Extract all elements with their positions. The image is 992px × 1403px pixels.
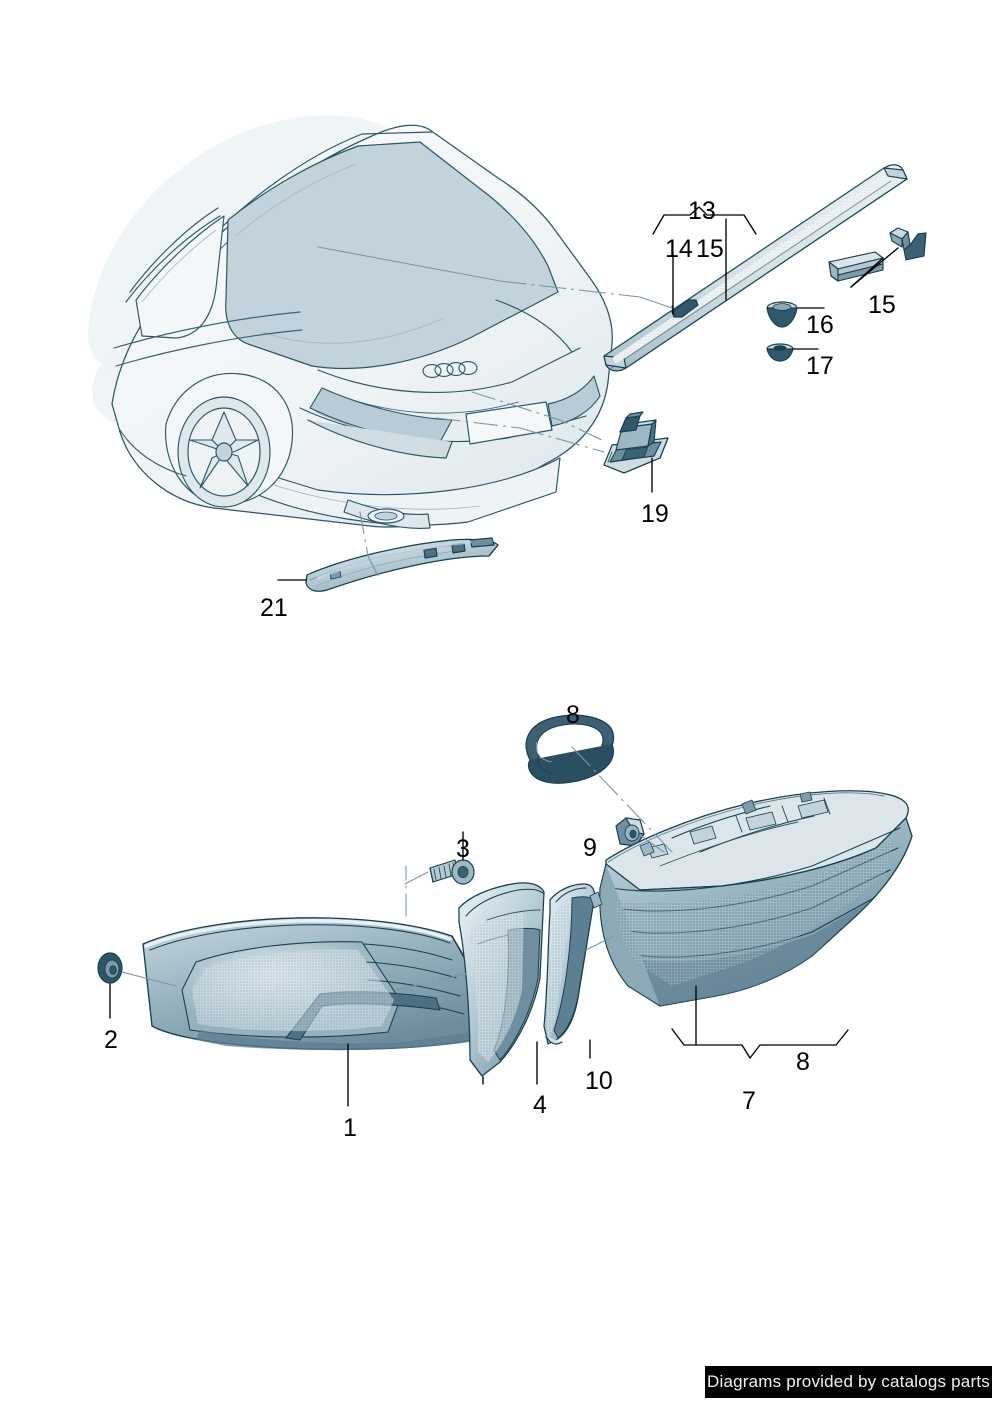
grommet-17 xyxy=(766,343,794,362)
callout-4: 4 xyxy=(533,1091,547,1119)
tail-lamp-outer-lens-1 xyxy=(142,917,491,1051)
callout-13: 13 xyxy=(688,197,716,225)
grommet-16 xyxy=(766,301,798,328)
callout-8-bracket: 8 xyxy=(796,1048,810,1076)
callout-15-clip: 15 xyxy=(868,291,896,319)
lamp-seal-8 xyxy=(525,714,615,784)
callout-7: 7 xyxy=(742,1087,756,1115)
tail-lamp-inner-assembly-7 xyxy=(589,790,913,1007)
lamp-trim-inner-10 xyxy=(543,883,596,1045)
callout-1: 1 xyxy=(343,1114,357,1142)
callout-14: 14 xyxy=(665,235,693,263)
callout-21: 21 xyxy=(260,594,288,622)
callout-8-seal: 8 xyxy=(566,701,580,729)
footer-watermark-banner: Diagrams provided by catalogs parts xyxy=(705,1366,992,1398)
lamp-trim-outer-4 xyxy=(458,882,545,1077)
callout-15-bar: 15 xyxy=(696,235,724,263)
vehicle-rear-illustration xyxy=(87,115,613,529)
callout-10: 10 xyxy=(585,1067,613,1095)
rear-reflector-21 xyxy=(305,537,499,592)
callout-16: 16 xyxy=(806,311,834,339)
callout-2: 2 xyxy=(104,1026,118,1054)
tapping-screw-3 xyxy=(429,859,475,885)
callout-3: 3 xyxy=(456,835,470,863)
retainer-pin-15 xyxy=(889,227,927,261)
footer-watermark-text: Diagrams provided by catalogs parts xyxy=(707,1372,990,1391)
callout-17: 17 xyxy=(806,352,834,380)
callout-stems xyxy=(109,206,899,1107)
hex-nut-9 xyxy=(615,817,645,847)
leader-lines xyxy=(121,246,673,991)
callout-9: 9 xyxy=(583,834,597,862)
number-plate-lamp-19 xyxy=(603,411,669,474)
callout-19: 19 xyxy=(641,500,669,528)
tail-lamp-grommet-2 xyxy=(97,952,123,984)
